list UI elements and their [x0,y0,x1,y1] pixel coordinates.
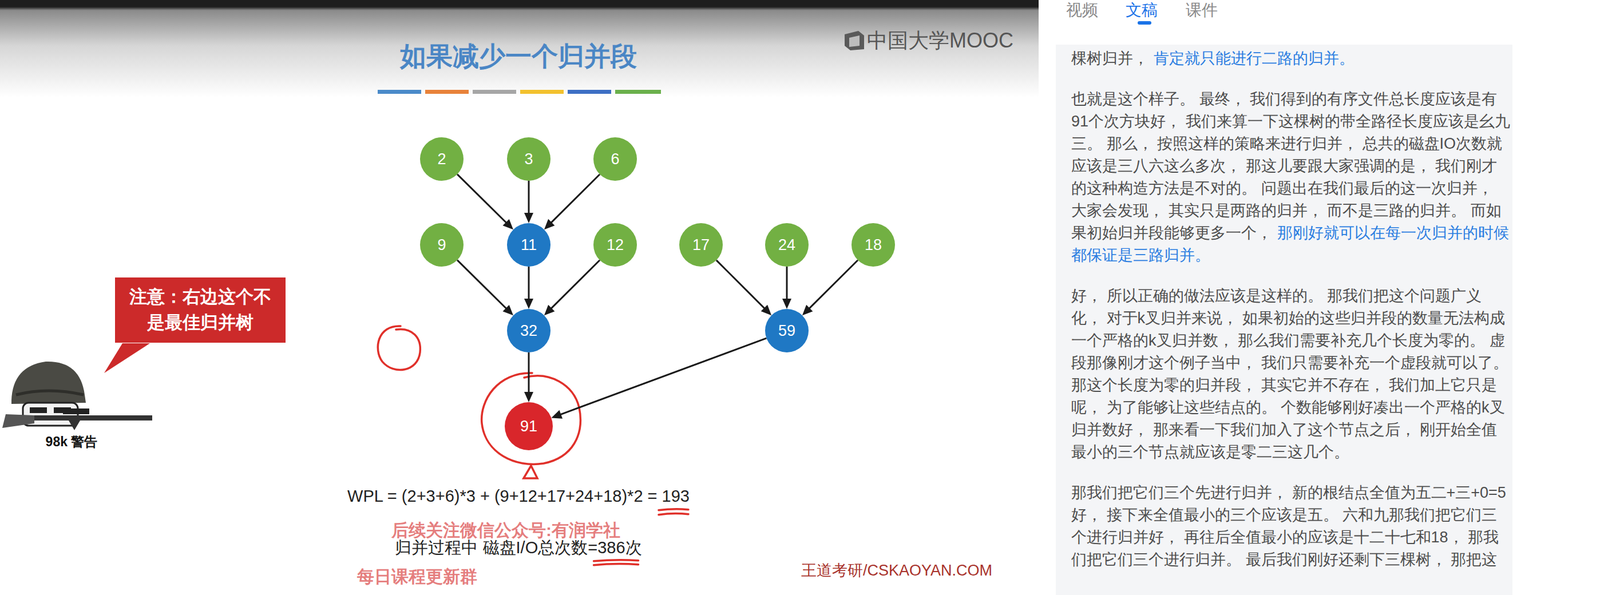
tab-label: 视频 [1066,1,1099,20]
transcript-segment: 也就是这个样子。 最终， 我们得到的有序文件总长度应该是有91个次方块好， 我们… [1071,90,1511,242]
transcript-segment: 棵树归并， [1071,49,1149,67]
transcript-segment: 那我们把它们三个先进行归并， 新的根结点全值为五二+三+0=5好， 接下来全值最… [1071,484,1507,569]
hand-underline [658,513,689,515]
edge-line [528,352,530,395]
tree-edge [457,260,514,316]
edge-line [786,266,788,302]
tab-indicator [1137,21,1152,25]
arrowhead [802,305,813,316]
arrowhead [503,305,514,316]
edge-line [528,180,530,216]
slide-title: 如果减少一个归并段 [400,41,637,72]
transcript-segment: 肯定就只能进行二路的归并。 [1153,49,1355,67]
formula-text: WPL = (2+3+6)*3 + (9+12+17+24+18)*2 = 19… [347,486,690,506]
tree-node: 24 [765,223,809,267]
node-value: 11 [520,236,537,255]
tree-edge [551,338,767,419]
node-value: 6 [610,150,620,169]
node-value: 18 [864,236,882,255]
tree-edge [716,260,772,316]
soldier-figure [2,361,153,431]
edge-line [457,260,508,311]
watermark: 每日课程更新群 [357,567,478,588]
tab-label: 文稿 [1125,1,1158,20]
tree-node: 2 [420,137,464,181]
logo-text: 中国大学MOOC [866,28,1014,53]
tree-edge [524,266,534,310]
hand-underline [593,560,639,562]
edge-line [528,266,530,302]
tree-node: 17 [679,223,723,267]
arrowhead [524,212,534,224]
title-bars [377,89,661,94]
edge-line [716,260,766,310]
tree-node: 3 [507,137,551,181]
arrowhead [524,298,534,310]
watermark: 后续关注微信公众号:有润学社 [391,520,621,541]
edge-line [808,260,858,311]
arrowhead [551,410,563,419]
warning-callout: 注意：右边这个不是最佳归并树 [115,277,286,343]
tree-node: 18 [851,223,895,267]
tree-node: 12 [593,223,637,267]
hand-underline [593,563,639,565]
node-value: 17 [692,236,710,255]
sticker-caption: 98k 警告 [42,433,102,450]
edge-line [457,174,508,225]
io-count-text: 归并过程中 磁盘I/O总次数=386次 [394,538,642,558]
transcript-paragraph: 棵树归并，肯定就只能进行二路的归并。 [1071,47,1512,70]
logo-icon [844,30,865,51]
tree-node: 9 [420,223,464,267]
tree-node: 91 [504,402,553,451]
arrowhead [782,298,792,310]
tree-node: 6 [593,137,637,181]
arrowhead [544,219,555,230]
arrowhead [544,305,555,316]
hand-underline [658,509,689,511]
node-value: 91 [520,417,538,436]
transcript-paragraph: 好， 所以正确的做法应该是这样的。 那我们把这个问题广义化， 对于k叉归并来说，… [1071,284,1512,464]
arrowhead [524,391,534,403]
node-value: 9 [437,236,446,255]
transcript-text: 棵树归并，肯定就只能进行二路的归并。也就是这个样子。 最终， 我们得到的有序文件… [1071,47,1512,590]
arrowhead [503,219,514,230]
tree-edge [524,180,534,224]
transcript-segment: 好， 所以正确的做法应该是这样的。 那我们把这个问题广义化， 对于k叉归并来说，… [1071,287,1509,461]
node-value: 24 [778,236,796,255]
edge-line [549,174,600,225]
edge-line [559,338,767,415]
node-value: 59 [778,322,796,340]
tree-edge [782,266,792,310]
node-value: 3 [524,150,533,169]
edge-line [549,260,600,311]
tab-label: 课件 [1185,1,1218,20]
tree-edge [544,174,600,230]
tree-edge [544,260,600,316]
tree-edge [457,174,514,231]
node-value: 2 [437,150,446,169]
arrowhead [761,305,772,316]
callout-tail [104,343,150,374]
tree-node: 59 [765,309,809,353]
tree-node: 11 [507,223,551,267]
node-value: 12 [606,236,624,255]
transcript-paragraph: 也就是这个样子。 最终， 我们得到的有序文件总长度应该是有91个次方块好， 我们… [1071,88,1512,267]
brand-watermark: 王道考研/CSKAOYAN.COM [801,561,993,580]
node-value: 32 [520,322,538,340]
callout-text: 注意：右边这个不是最佳归并树 [123,284,278,336]
transcript-paragraph: 那我们把它们三个先进行归并， 新的根结点全值为五二+三+0=5好， 接下来全值最… [1071,481,1512,572]
tree-node: 32 [507,309,551,353]
tree-edge [802,260,858,316]
hand-annotations [377,326,581,479]
tree-edge [524,352,534,403]
